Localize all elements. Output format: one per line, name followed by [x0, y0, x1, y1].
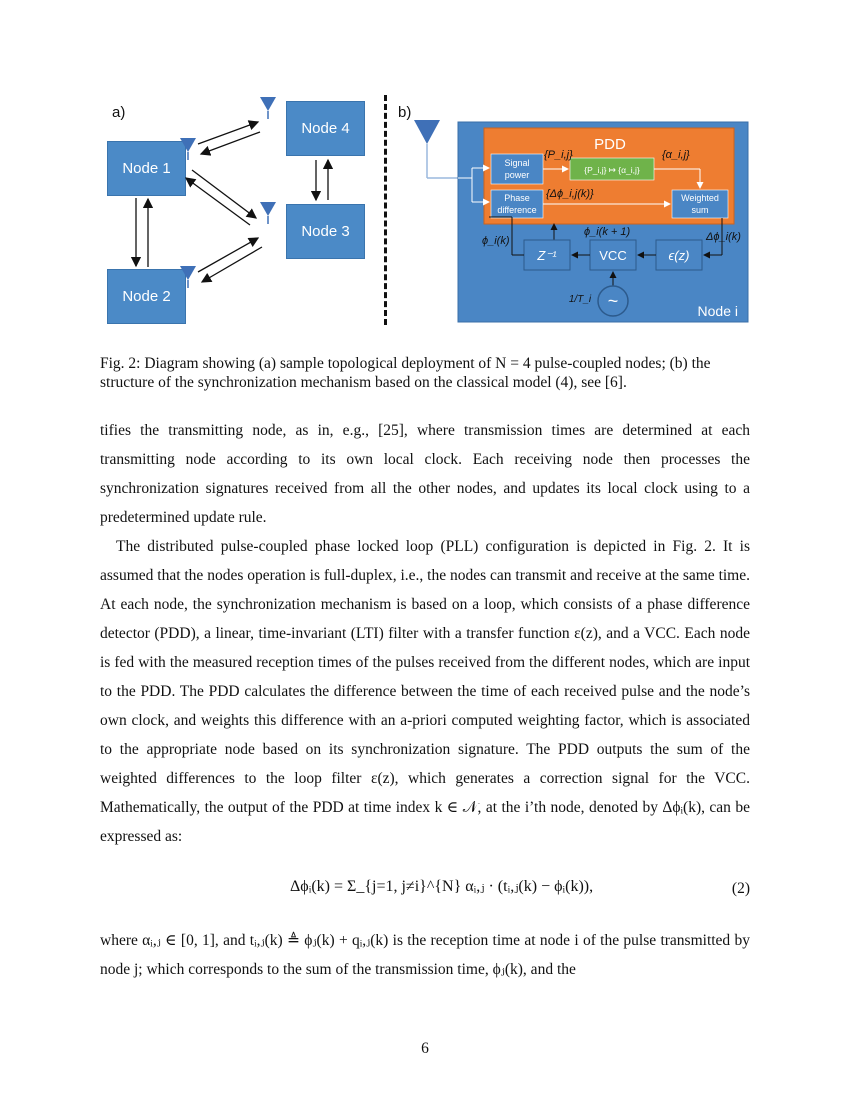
topology-arrows: [130, 97, 334, 288]
panel-a-label: a): [112, 104, 126, 121]
weighted-sum-block: [671, 189, 729, 219]
svg-text:sum: sum: [691, 205, 708, 215]
antenna-icon: [260, 202, 276, 224]
label-phi-k: ϕ_i(k): [482, 235, 510, 247]
pll-block-diagram: PDD Signal power {P_i,j} ↦ {α_i,j} Phase…: [414, 120, 749, 323]
svg-text:difference: difference: [497, 205, 536, 215]
vcc-block: [589, 239, 637, 271]
node-2-box: Node 2: [107, 269, 186, 324]
equation-2: Δϕᵢ(k) = Σ_{j=1, j≠i}^{N} αᵢ,ⱼ · (tᵢ,ⱼ(k…: [100, 862, 750, 922]
svg-text:ϵ(z): ϵ(z): [669, 248, 690, 263]
label-phi-k1: ϕ_i(k + 1): [584, 226, 630, 238]
svg-text:VCC: VCC: [599, 248, 626, 263]
signal-power-block: [490, 153, 544, 185]
panel-b-label: b): [398, 104, 412, 121]
svg-text:Z⁻¹: Z⁻¹: [536, 248, 557, 263]
arrow-2-3: [197, 237, 260, 273]
label-P: {P_i,j}: [544, 149, 573, 161]
label-alpha: {α_i,j}: [662, 149, 690, 161]
arrow-1-4: [197, 120, 260, 145]
label-dphi-k: Δϕ_i(k): [705, 231, 741, 243]
arrow-3-2: [200, 246, 263, 283]
equation-body: Δϕᵢ(k) = Σ_{j=1, j≠i}^{N} αᵢ,ⱼ · (tᵢ,ⱼ(k…: [290, 878, 594, 895]
svg-text:Weighted: Weighted: [681, 193, 719, 203]
arrow-4-1: [199, 131, 261, 156]
node-3-box: Node 3: [286, 204, 365, 259]
paragraph-2: The distributed pulse-coupled phase lock…: [100, 538, 750, 845]
arrow-1-3: [191, 169, 258, 219]
paragraph-3: where αᵢ,ⱼ ∈ [0, 1], and tᵢ,ⱼ(k) ≜ ϕⱼ(k)…: [100, 932, 750, 978]
phase-difference-block: [490, 189, 544, 219]
loop-filter-block: [655, 239, 703, 271]
figure-caption: Fig. 2: Diagram showing (a) sample topol…: [100, 355, 711, 391]
pdd-title: PDD: [594, 136, 626, 153]
equation-number: (2): [731, 880, 750, 897]
svg-text:{P_i,j} ↦ {α_i,j}: {P_i,j} ↦ {α_i,j}: [584, 165, 640, 175]
paragraph-1: tifies the transmitting node, as in, e.g…: [100, 422, 750, 526]
figure-2: a) Node 1 Node 2 Node 3 Node 4: [100, 92, 760, 332]
page-number: 6: [421, 1040, 429, 1057]
antenna-icon: [180, 266, 196, 288]
svg-text:power: power: [505, 170, 530, 180]
antenna-icon: [260, 97, 276, 119]
oscillator-icon: [597, 285, 629, 317]
label-dphi-ij: {Δϕ_i,j(k)}: [546, 188, 594, 200]
label-1-over-T: 1/T_i: [569, 294, 592, 305]
svg-text:~: ~: [608, 291, 619, 311]
antenna-icon: [414, 120, 440, 178]
node-1-box: Node 1: [107, 141, 186, 196]
node-4-box: Node 4: [286, 101, 365, 156]
panel-divider: [384, 95, 387, 325]
node-i-label: Node i: [698, 303, 738, 319]
antenna-icon: [180, 138, 196, 160]
svg-text:Phase: Phase: [504, 193, 530, 203]
svg-text:Signal: Signal: [504, 158, 529, 168]
arrow-3-1: [184, 177, 251, 226]
